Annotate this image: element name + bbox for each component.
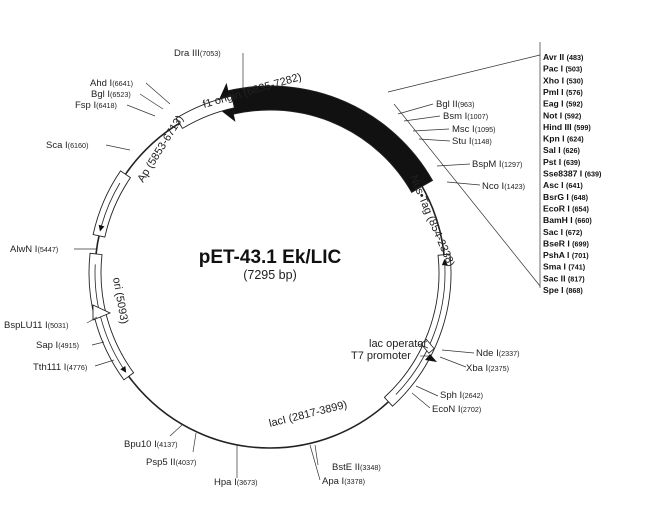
site-ahd-i: Ahd I(6641) bbox=[90, 78, 133, 89]
mcs-site-list: Avr II (483) Pac I (503)Xho I (530) Pml I … bbox=[543, 52, 602, 295]
promoter-region bbox=[417, 338, 437, 362]
site-bgl-i-left: Bgl I(6523) bbox=[91, 89, 131, 100]
site-econ-i: EcoN I(2702) bbox=[432, 404, 481, 415]
mcs-site-psha-i: PshA I (701) bbox=[543, 250, 589, 260]
ori-label: ori (5093) bbox=[110, 276, 130, 324]
site-nco-i: Nco I(1423) bbox=[482, 181, 525, 192]
site-sap-i: Sap I(4915) bbox=[36, 340, 79, 351]
ap-arc bbox=[88, 252, 135, 381]
nus-tag-arc bbox=[227, 85, 434, 193]
mcs-site-kpn-i: Kpn I (624) bbox=[543, 134, 584, 144]
mcs-leader-top bbox=[387, 54, 541, 93]
plasmid-name: pET-43.1 Ek/LIC bbox=[199, 247, 342, 268]
mcs-leader-bottom bbox=[393, 103, 541, 287]
site-apa-i: Apa I(3378) bbox=[322, 476, 365, 487]
plasmid-size: (7295 bp) bbox=[243, 268, 297, 282]
mcs-site-avr-ii: Avr II (483) bbox=[543, 52, 584, 62]
site-bsplu11-i: BspLU11 I(5031) bbox=[4, 320, 68, 331]
mcs-site-bsrg-i: BsrG I (648) bbox=[543, 192, 589, 202]
mcs-site-hind-iii: Hind III (599) bbox=[543, 122, 591, 132]
mcs-site-xho-i: Xho I (530) bbox=[543, 75, 584, 85]
mcs-site-sma-i: Sma I (741) bbox=[543, 262, 586, 272]
site-psp5-ii: Psp5 II(4037) bbox=[146, 457, 196, 468]
mcs-site-not-i: Not I (592) bbox=[543, 110, 582, 120]
ap-direction-line bbox=[94, 264, 124, 368]
mcs-site-asc-i: Asc I (641) bbox=[543, 180, 583, 190]
mcs-site-pst-i: Pst I (639) bbox=[543, 157, 581, 167]
site-alwn-i: AlwN I(5447) bbox=[10, 244, 58, 255]
mcs-site-bser-i: BseR I (699) bbox=[543, 238, 590, 248]
mcs-box-arc bbox=[175, 95, 235, 130]
f1-origin-arc bbox=[92, 170, 132, 238]
mcs-site-eag-i: Eag I (592) bbox=[543, 99, 583, 109]
nus-tag-label: Nus•Tag (854-2338) bbox=[407, 173, 456, 268]
laci-label: lacI (2817-3899) bbox=[268, 399, 349, 430]
f1-origin-direction-line bbox=[101, 182, 121, 226]
mcs-site-ecor-i: EcoR I (654) bbox=[543, 203, 590, 213]
site-hpa-i: Hpa I(3673) bbox=[214, 477, 258, 488]
mcs-site-spe-i: Spe I (868) bbox=[543, 285, 583, 295]
site-fsp-i: Fsp I(6418) bbox=[75, 100, 117, 111]
site-bsm-i: Bsm I(1007) bbox=[443, 111, 488, 122]
laci-direction-line bbox=[395, 265, 446, 395]
t7-promoter-label: T7 promoter bbox=[351, 350, 411, 362]
site-nde-i: Nde I(2337) bbox=[476, 348, 520, 359]
site-stu-i: Stu I(1148) bbox=[452, 136, 492, 147]
mcs-site-sac-ii: Sac II (817) bbox=[543, 273, 585, 283]
mcs-site-pac-i: Pac I (503) bbox=[543, 64, 583, 74]
site-bpu10-i: Bpu10 I(4137) bbox=[124, 439, 178, 450]
mcs-site-pml-i: Pml I (576) bbox=[543, 87, 583, 97]
lac-operator-label: lac operator bbox=[369, 338, 427, 350]
restriction-sites: Dra III(7053) Ahd I(6641) Bgl I(6523) Fs… bbox=[4, 48, 525, 488]
site-bste-ii: BstE II(3348) bbox=[332, 462, 381, 473]
mcs-site-sse8387-i: Sse8387 I (639) bbox=[543, 169, 602, 179]
t7-promoter-arrow-icon bbox=[425, 354, 437, 362]
ori-marker bbox=[92, 304, 112, 321]
ap-direction-arrow-icon bbox=[120, 366, 127, 373]
site-tth111-i: Tth111 I(4776) bbox=[33, 362, 87, 373]
ap-label: Ap (5853-6713) bbox=[135, 113, 186, 184]
lac-operator-box bbox=[420, 338, 435, 354]
mcs-site-sac-i: Sac I (672) bbox=[543, 227, 583, 237]
laci-direction-arrow-icon bbox=[441, 259, 448, 266]
site-msc-i: Msc I(1095) bbox=[452, 124, 496, 135]
site-sph-i: Sph I(2642) bbox=[440, 390, 483, 401]
laci-arc bbox=[383, 253, 452, 407]
mcs-site-bamh-i: BamH I (660) bbox=[543, 215, 592, 225]
site-bgl-ii: Bgl II(963) bbox=[436, 99, 474, 110]
mcs-site-sal-i: Sal I (626) bbox=[543, 145, 580, 155]
f1-origin-direction-arrow-icon bbox=[98, 224, 105, 232]
site-sca-i: Sca I(6160) bbox=[46, 140, 88, 151]
site-bspm-i: BspM I(1297) bbox=[472, 159, 522, 170]
site-xba-i: Xba I(2375) bbox=[466, 363, 509, 374]
site-dra-iii: Dra III(7053) bbox=[174, 48, 221, 59]
